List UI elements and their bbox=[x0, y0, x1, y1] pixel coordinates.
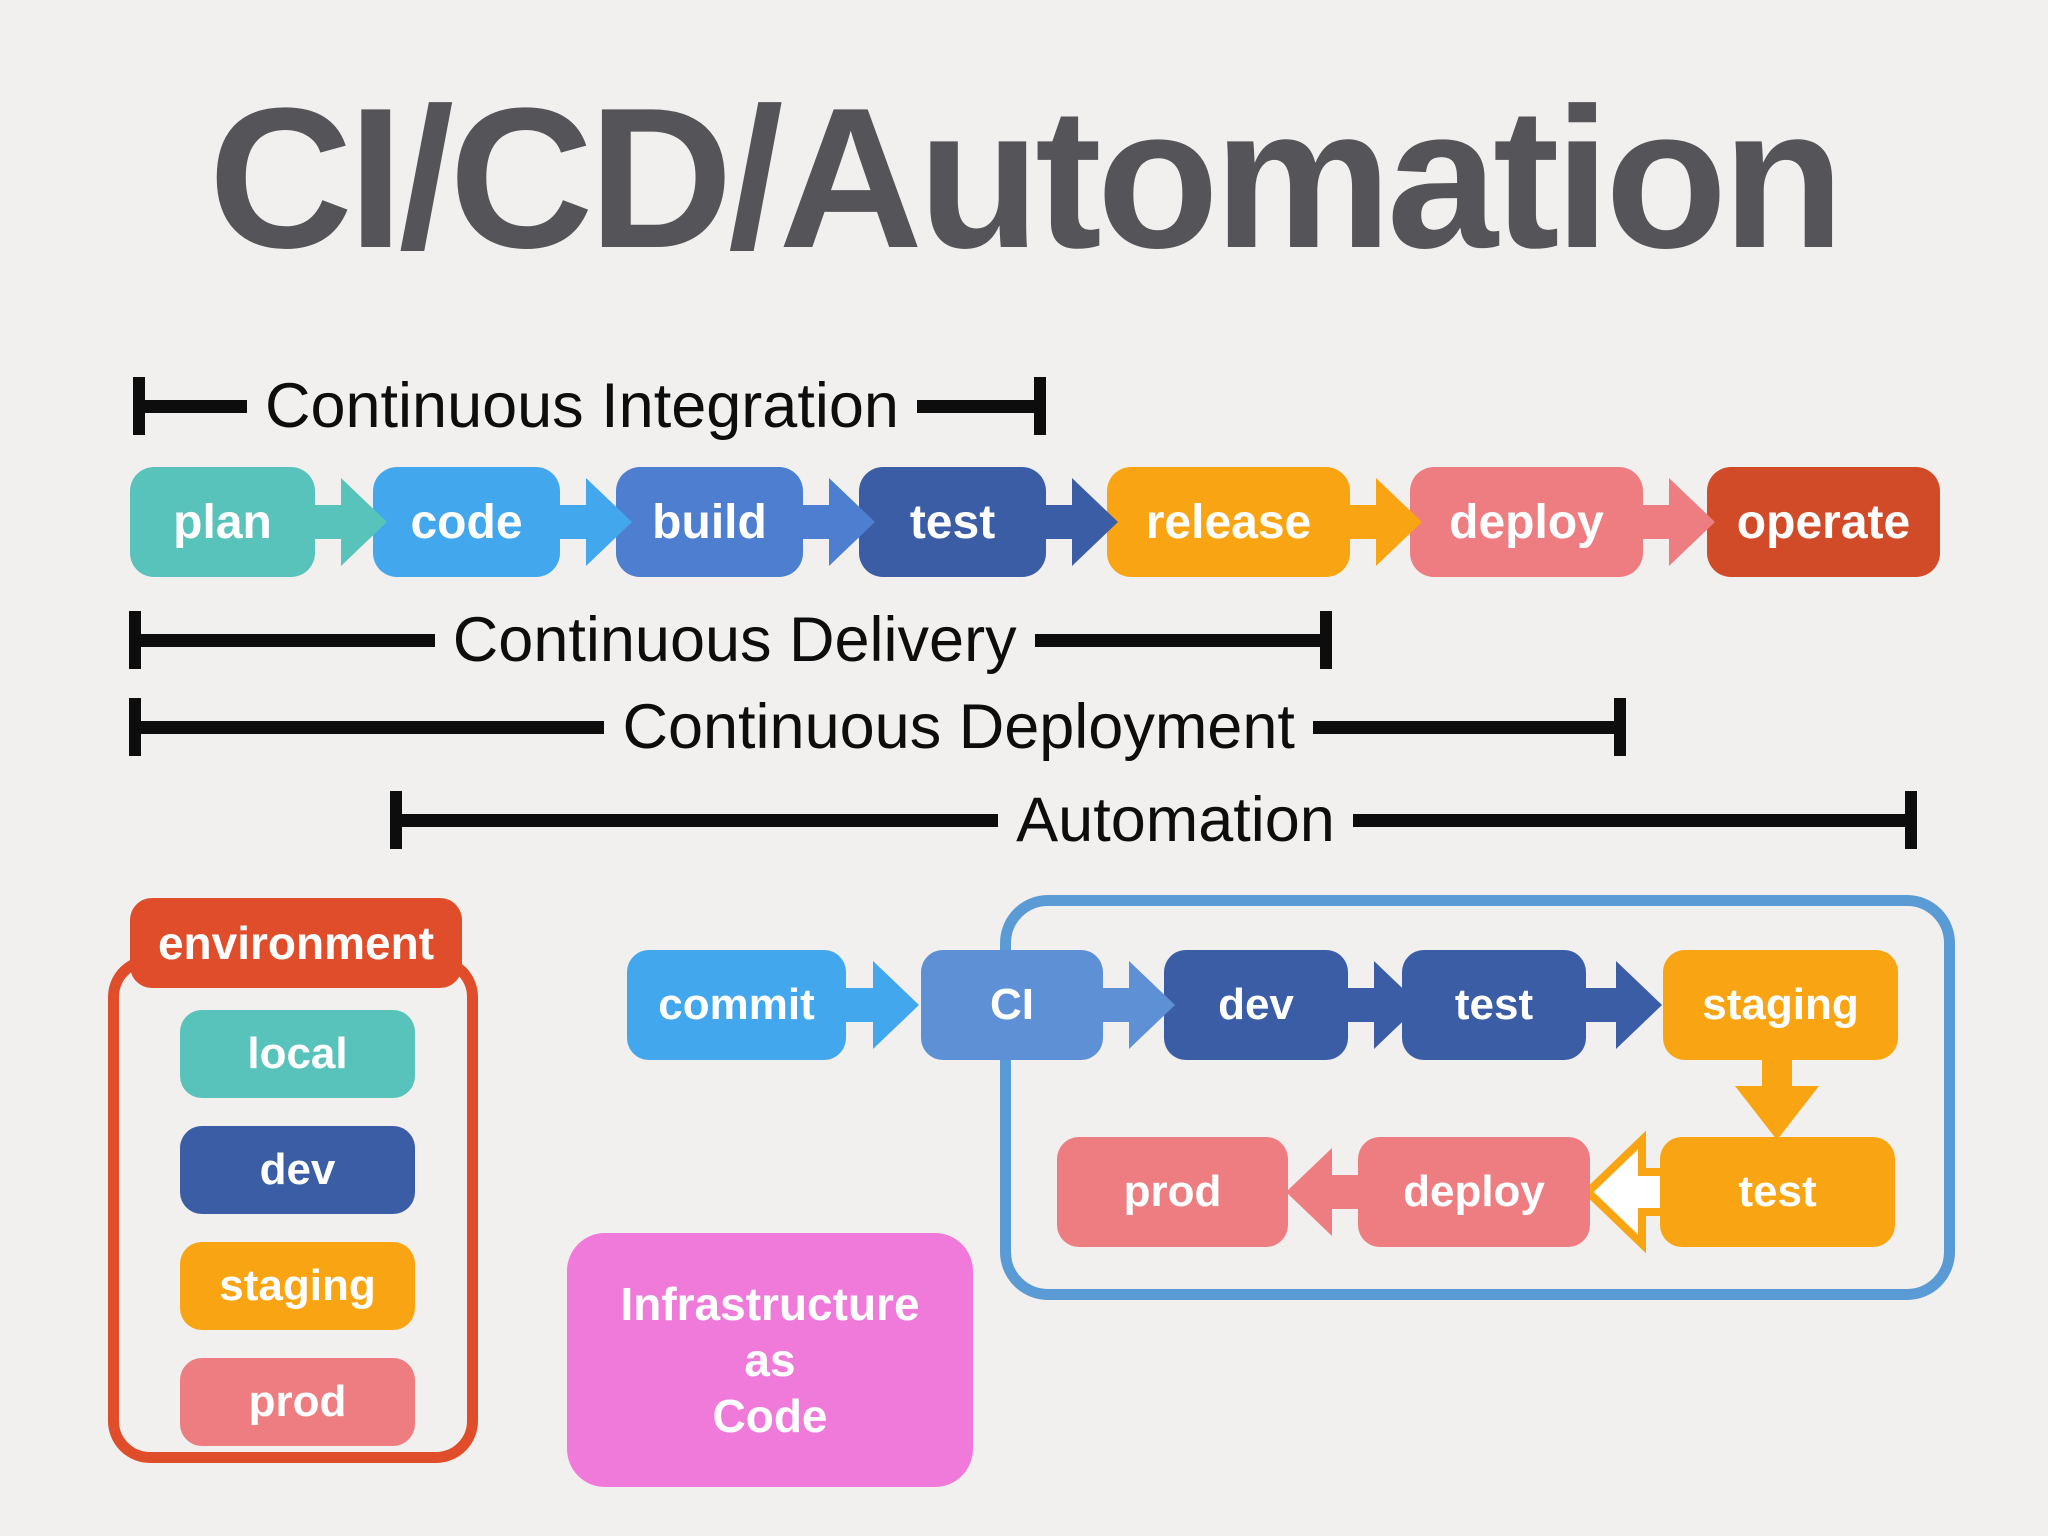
right-arrow-icon bbox=[311, 478, 387, 566]
env-item-label: staging bbox=[219, 1261, 376, 1310]
stage-release: release bbox=[1107, 467, 1350, 577]
env-item-prod: prod bbox=[180, 1358, 415, 1446]
bracket-label: Continuous Integration bbox=[264, 371, 899, 441]
right-arrow-icon bbox=[1344, 961, 1420, 1049]
flow-label: dev bbox=[1218, 980, 1294, 1029]
bracket-left-cap bbox=[133, 377, 145, 435]
stage-deploy: deploy bbox=[1410, 467, 1643, 577]
env-item-label: local bbox=[247, 1029, 348, 1078]
stage-label: test bbox=[909, 495, 996, 549]
bracket-right-cap bbox=[1320, 611, 1332, 669]
stage-label: deploy bbox=[1449, 495, 1604, 549]
hollow-left-arrow-icon bbox=[1584, 1130, 1672, 1254]
flow-deploy: deploy bbox=[1358, 1137, 1590, 1247]
bracket-right-cap bbox=[1905, 791, 1917, 849]
bracket-line bbox=[145, 399, 247, 413]
bracket-line bbox=[141, 633, 435, 647]
flow-label: staging bbox=[1702, 980, 1859, 1029]
right-arrow-icon bbox=[1639, 478, 1715, 566]
bracket-line bbox=[141, 720, 605, 734]
flow-ci: CI bbox=[921, 950, 1103, 1060]
infrastructure-as-code-box: Infrastructure as Code bbox=[567, 1233, 973, 1487]
stage-test: test bbox=[859, 467, 1046, 577]
stage-operate: operate bbox=[1707, 467, 1940, 577]
bracket-line bbox=[402, 813, 999, 827]
bracket-left-cap bbox=[129, 611, 141, 669]
stage-label: build bbox=[652, 495, 767, 549]
flow-staging: staging bbox=[1663, 950, 1898, 1060]
flow-label: test bbox=[1738, 1167, 1817, 1216]
bracket-label: Automation bbox=[1016, 785, 1335, 855]
flow-label: prod bbox=[1123, 1167, 1222, 1216]
bracket-label: Continuous Deployment bbox=[622, 692, 1295, 762]
bracket-left-cap bbox=[390, 791, 402, 849]
right-arrow-icon bbox=[1042, 478, 1118, 566]
flow-label: CI bbox=[990, 980, 1034, 1029]
bracket-right-cap bbox=[1614, 698, 1626, 756]
page-title: CI/CD/Automation bbox=[208, 67, 1845, 290]
bracket-line bbox=[1352, 813, 1905, 827]
iac-line: Code bbox=[712, 1390, 828, 1443]
bracket-label: Continuous Delivery bbox=[452, 605, 1017, 675]
right-arrow-icon bbox=[799, 478, 875, 566]
env-item-label: prod bbox=[248, 1377, 347, 1426]
stage-label: release bbox=[1145, 495, 1312, 549]
env-item-local: local bbox=[180, 1010, 415, 1098]
flow-label: test bbox=[1454, 980, 1534, 1029]
bracket-continuous-deployment: Continuous Deployment bbox=[129, 692, 1626, 762]
iac-line: Infrastructure bbox=[620, 1277, 920, 1330]
right-arrow-icon bbox=[1099, 961, 1175, 1049]
bracket-line bbox=[1034, 633, 1320, 647]
env-item-staging: staging bbox=[180, 1242, 415, 1330]
right-arrow-icon bbox=[556, 478, 632, 566]
bracket-continuous-delivery: Continuous Delivery bbox=[129, 605, 1332, 675]
flow-test-top: test bbox=[1402, 950, 1586, 1060]
flow-prod: prod bbox=[1057, 1137, 1288, 1247]
flow-label: commit bbox=[658, 980, 815, 1029]
right-arrow-icon bbox=[843, 961, 919, 1049]
stage-label: plan bbox=[173, 495, 272, 549]
flow-dev: dev bbox=[1164, 950, 1348, 1060]
env-item-label: dev bbox=[259, 1145, 336, 1194]
bracket-automation: Automation bbox=[390, 785, 1917, 855]
stage-plan: plan bbox=[130, 467, 315, 577]
bracket-left-cap bbox=[129, 698, 141, 756]
right-arrow-icon bbox=[1586, 961, 1662, 1049]
environment-header: environment bbox=[130, 898, 462, 988]
right-arrow-icon bbox=[1346, 478, 1422, 566]
bracket-continuous-integration: Continuous Integration bbox=[133, 371, 1046, 441]
flow-commit: commit bbox=[627, 950, 846, 1060]
flow-label: deploy bbox=[1403, 1167, 1545, 1216]
left-arrow-icon bbox=[1286, 1148, 1362, 1236]
flow-test-bottom: test bbox=[1660, 1137, 1895, 1247]
stage-label: operate bbox=[1736, 495, 1911, 549]
bracket-line bbox=[1312, 720, 1614, 734]
bracket-line bbox=[916, 399, 1034, 413]
automation-panel-border bbox=[1000, 895, 1955, 1300]
environment-title: environment bbox=[157, 917, 435, 969]
stage-build: build bbox=[616, 467, 803, 577]
env-item-dev: dev bbox=[180, 1126, 415, 1214]
iac-line: as bbox=[744, 1333, 796, 1386]
down-arrow-icon bbox=[1735, 1058, 1819, 1140]
stage-label: code bbox=[410, 495, 523, 549]
bracket-right-cap bbox=[1034, 377, 1046, 435]
stage-code: code bbox=[373, 467, 560, 577]
